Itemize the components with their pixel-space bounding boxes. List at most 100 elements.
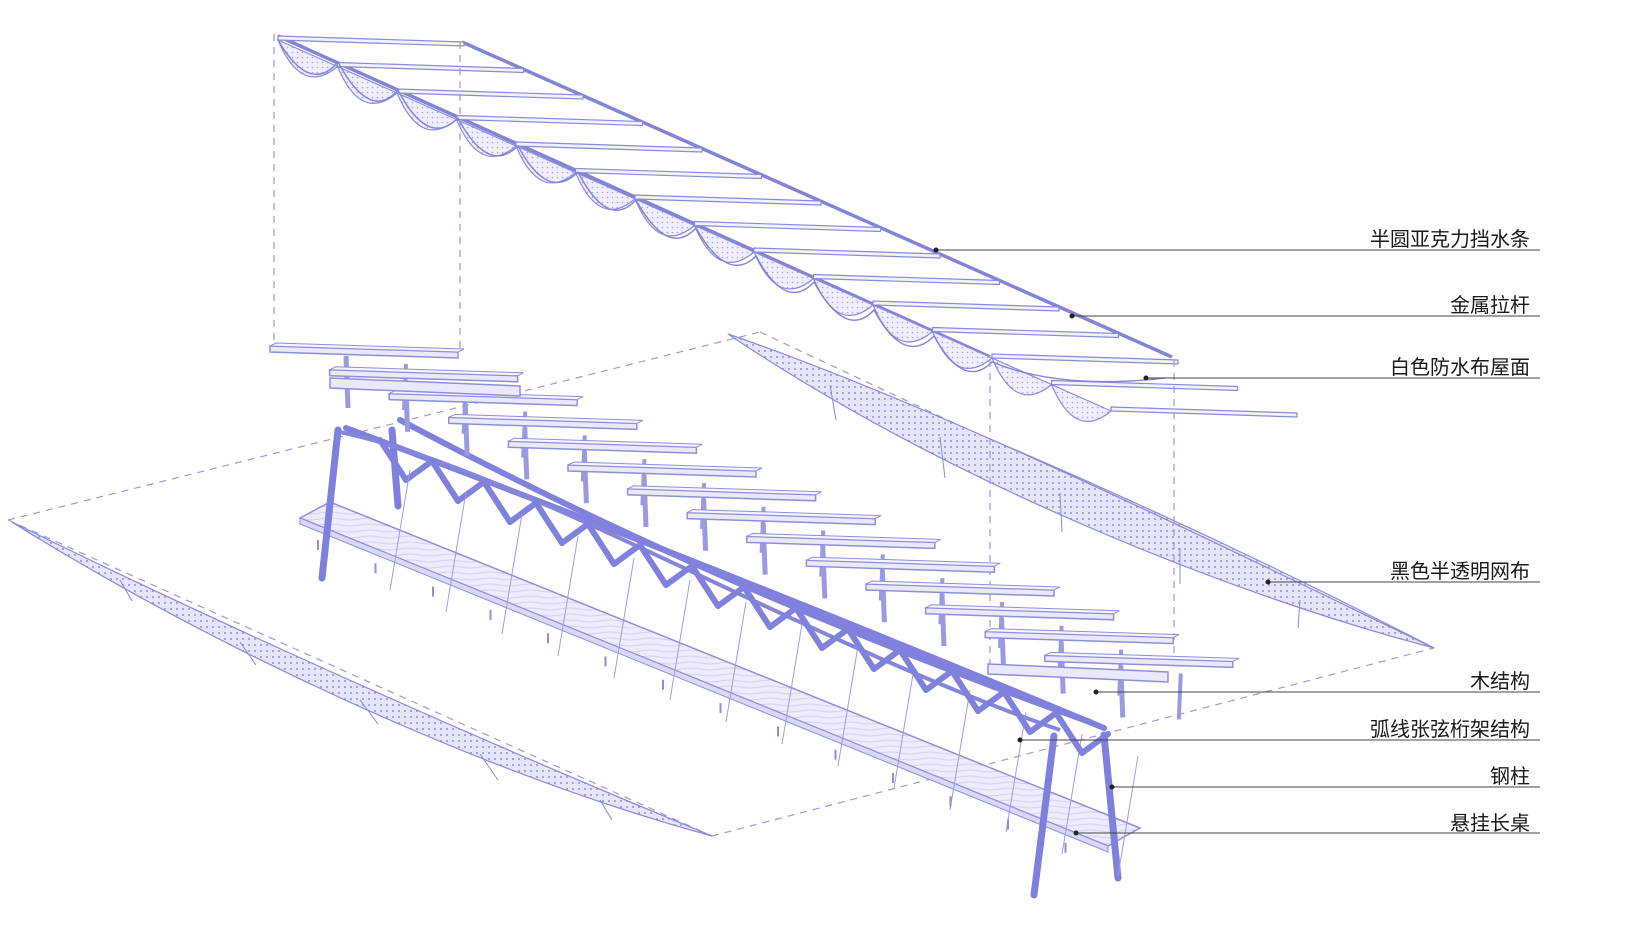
wood-beam-top [627,485,822,496]
truss-web [819,626,851,651]
acrylic-arc [455,118,518,157]
acrylic-arc [871,303,934,343]
steel-columns [318,426,1122,899]
roof-rib [1110,406,1298,418]
wood-post [581,451,589,504]
wood-beam-top [508,437,703,448]
truss-web [845,626,877,672]
wood-post [760,522,768,575]
wood-post [820,546,828,599]
label-truss-structure: 弧线张弦桁架结构 [1370,717,1530,741]
truss-web [923,668,955,693]
hanging-cable [389,469,411,591]
wood-beam [987,663,1169,683]
hanging-cable [1117,755,1139,877]
truss-and-wood-structure [269,342,1240,877]
truss-web [949,668,981,714]
wood-post [939,593,947,647]
truss-web [533,500,565,546]
hanging-cable [669,579,691,701]
acrylic-arc [276,38,339,78]
truss-web [1053,710,1085,756]
hanging-cable [501,513,523,635]
hanging-cable [893,667,915,789]
roof-tie-rod-front [277,34,991,359]
roof-rib [515,141,703,153]
truss-bottom-chord [397,417,1093,725]
roof-rib [396,88,584,100]
hanging-cable [445,491,467,613]
truss-web [715,584,747,609]
hanging-cable [949,689,971,811]
arc-cable [339,430,1061,732]
wood-beam [329,377,521,397]
label-waterproof-roof: 白色防水布屋面 [1390,355,1530,379]
roof-rib [336,61,525,74]
roof-rib [753,247,941,259]
ground-plane-outline [7,331,1435,837]
acrylic-arc [514,144,577,184]
wood-beam-top [329,366,524,377]
truss-web [689,563,721,609]
roof-tie-rod-back [461,40,1173,359]
truss-web [507,500,539,525]
wood-post [1176,673,1183,720]
wood-beam-top [925,604,1120,615]
truss-web [429,458,461,504]
hanging-cable [613,557,635,679]
truss-web [975,689,1007,714]
acrylic-arc [336,65,399,104]
truss-web [1001,689,1033,735]
truss-web [559,521,591,546]
wood-beam-top [567,461,763,472]
roof-assembly [276,34,1298,422]
label-metal-tie-rod: 金属拉杆 [1450,293,1530,317]
truss-web [481,479,513,525]
wood-beam-top [806,556,1001,567]
acrylic-arc [1050,383,1113,422]
truss-web [403,458,435,483]
truss-web [1079,731,1111,756]
label-wood-structure: 木结构 [1470,669,1530,693]
acrylic-arc [633,197,696,237]
hanging-table [298,501,1142,853]
truss-web [897,647,929,693]
roof-rib [991,353,1179,365]
wood-beam-top [269,342,465,353]
acrylic-arc [752,250,815,290]
hanging-cable [1061,733,1083,855]
roof-rib [931,326,1120,339]
truss-web [455,479,487,504]
roof-rib [812,273,1001,286]
roof-rib [634,194,822,206]
roof-ribs [276,35,1298,422]
hanging-cable [557,535,579,657]
acrylic-arc [693,224,756,263]
roof-rib [1050,379,1239,392]
wood-beam-top [984,628,1180,639]
acrylic-arc [574,171,637,210]
black-mesh-sheets [11,333,1435,837]
leader-lines [933,247,1540,836]
roof-rib [693,220,882,233]
labels: 半圆亚克力挡水条 金属拉杆 白色防水布屋面 黑色半透明网布 木结构 弧线张弦桁架… [1370,227,1530,835]
roof-rib [574,167,763,180]
wood-beam-top [746,532,942,543]
truss-web [1027,710,1059,735]
wood-beam-top [686,509,882,520]
wood-post [522,427,530,480]
roof-rib [872,300,1060,312]
truss-web [611,542,643,567]
hanging-cable [1005,711,1027,833]
truss-web [767,605,799,630]
truss-web [637,542,669,588]
truss-web [741,584,773,630]
truss-web [871,647,903,672]
label-acrylic-strip: 半圆亚克力挡水条 [1370,227,1530,251]
hanging-cable [725,601,747,723]
truss-web [663,563,695,588]
hanging-cable [781,623,803,745]
truss-web [793,605,825,651]
label-steel-column: 钢柱 [1490,764,1530,788]
